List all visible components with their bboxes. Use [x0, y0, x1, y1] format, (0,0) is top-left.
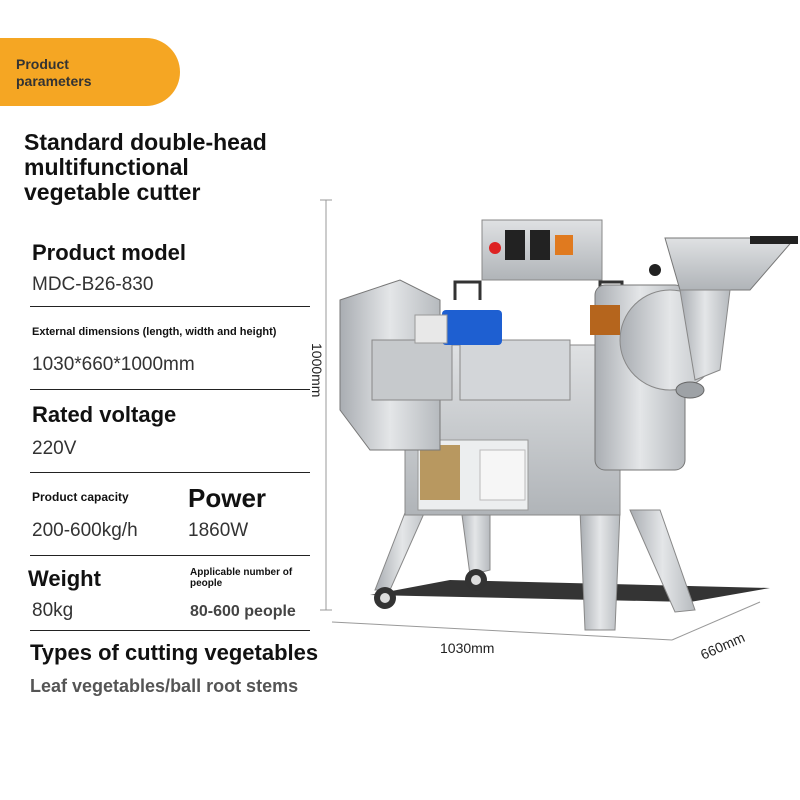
page-title: Standard double-head multifunctional veg… — [24, 130, 267, 205]
power-label: Power — [188, 483, 267, 513]
dimension-lines — [320, 199, 761, 641]
title-line-1: Standard double-head — [24, 129, 267, 155]
dimensions-value: 1030*660*1000mm — [32, 354, 195, 375]
types-label: Types of cutting vegetables — [30, 640, 319, 665]
people-label-line-1: Applicable number of — [190, 567, 293, 578]
voltage-value: 220V — [32, 438, 77, 459]
divider — [30, 630, 310, 631]
divider — [30, 472, 310, 473]
capacity-value: 200-600kg/h — [32, 520, 138, 541]
title-line-3: vegetable cutter — [24, 179, 201, 205]
badge-line-2: parameters — [16, 73, 92, 89]
people-label: Applicable number of people — [190, 567, 292, 589]
people-label-line-2: people — [190, 578, 223, 589]
vegetable-cutter-image — [339, 219, 798, 631]
power-value: 1860W — [188, 520, 249, 541]
voltage-label: Rated voltage — [32, 402, 177, 427]
length-dimension-label: 1030mm — [440, 640, 495, 656]
people-value: 80-600 people — [190, 603, 296, 620]
weight-label: Weight — [28, 566, 101, 591]
model-value: MDC-B26-830 — [32, 274, 154, 295]
height-dimension-label: 1000mm — [309, 343, 325, 398]
weight-value: 80kg — [32, 600, 74, 621]
divider — [30, 389, 310, 390]
model-label: Product model — [32, 240, 187, 265]
badge-line-1: Product — [16, 56, 69, 72]
capacity-label: Product capacity — [32, 490, 129, 504]
types-value: Leaf vegetables/ball root stems — [30, 676, 299, 696]
product-parameters-badge: Product parameters — [0, 38, 180, 106]
title-line-2: multifunctional — [24, 154, 189, 180]
divider — [30, 306, 310, 307]
divider — [30, 555, 310, 556]
dimensions-label: External dimensions (length, width and h… — [32, 326, 277, 338]
